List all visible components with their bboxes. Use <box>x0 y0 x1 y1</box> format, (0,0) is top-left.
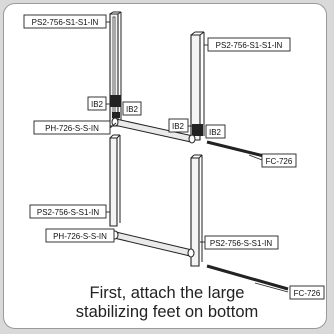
post-lower-right <box>190 154 203 267</box>
label-ph-lower: PH-726-S-S-IN <box>53 232 107 241</box>
label-ps2-top-right: PS2-756-S1-S1-IN <box>216 41 283 50</box>
rod-upper <box>111 117 196 144</box>
caption-line-2: stabilizing feet on bottom <box>75 303 259 321</box>
label-ib2-a: IB2 <box>91 100 104 109</box>
foot-lower <box>206 264 289 291</box>
label-ph-upper: PH-726-S-S-IN <box>45 124 99 133</box>
post-upper-left <box>109 11 122 127</box>
post-lower-left <box>109 134 121 227</box>
label-ib2-b: IB2 <box>126 105 139 114</box>
label-ps2-top-left: PS2-756-S1-S1-IN <box>32 18 99 27</box>
label-fc-upper: FC-726 <box>266 157 293 166</box>
label-ib2-d: IB2 <box>209 128 222 137</box>
post-upper-right <box>190 31 205 141</box>
label-ib2-c: IB2 <box>172 122 185 131</box>
part-labels: PS2-756-S1-S1-IN PS2-756-S1-S1-IN IB2 IB… <box>23 14 325 300</box>
label-fc-lower: FC-726 <box>294 289 321 298</box>
rod-lower <box>111 230 195 258</box>
caption-line-1: First, attach the large <box>89 284 245 302</box>
instruction-caption: First, attach the large stabilizing feet… <box>0 284 334 322</box>
label-ps2-bottom-left: PS2-756-S-S1-IN <box>37 208 99 217</box>
label-ps2-bottom-right: PS2-756-S-S1-IN <box>210 239 272 248</box>
